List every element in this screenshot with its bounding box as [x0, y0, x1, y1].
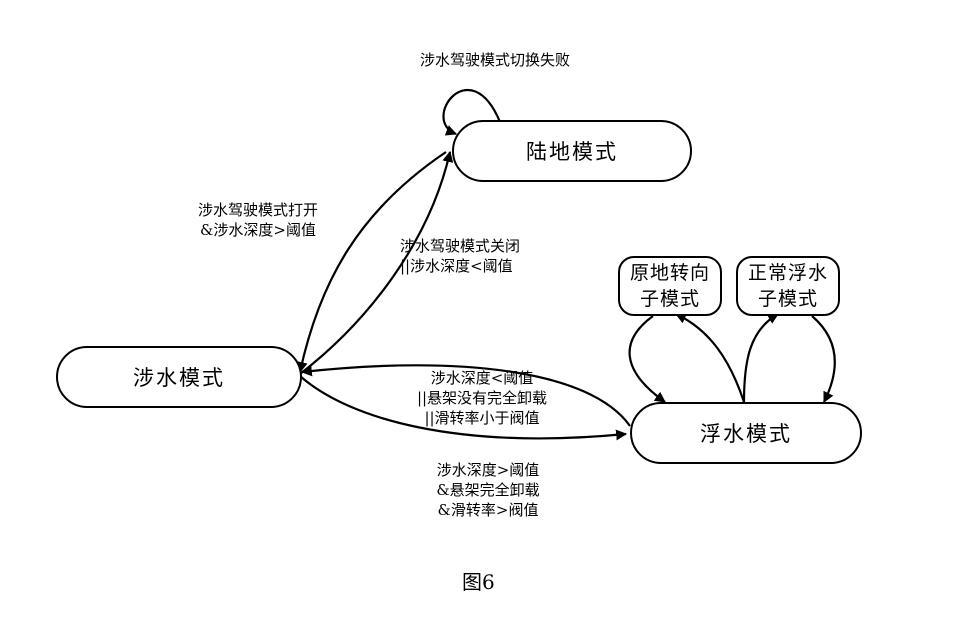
label-floating-to-wading-line1: 涉水深度<阈值	[430, 369, 534, 387]
label-land-to-wading-line2: &涉水深度>阈值	[200, 221, 316, 239]
label-floating-to-wading: 涉水深度<阈值 ||悬架没有完全卸载 ||滑转率小于阀值	[398, 368, 566, 428]
state-normal-float: 正常浮水 子模式	[736, 256, 840, 316]
arrow-floating-to-wading	[300, 364, 631, 427]
label-wading-to-land: 涉水驾驶模式关闭 ||涉水深度<阈值	[400, 236, 520, 276]
state-land-label: 陆地模式	[526, 140, 618, 164]
state-pivot-turn: 原地转向 子模式	[618, 256, 722, 316]
arrow-pivot-turn-to-floating	[628, 315, 666, 403]
arrow-wading-to-floating	[299, 375, 628, 441]
state-land: 陆地模式	[452, 120, 692, 182]
label-wading-to-floating: 涉水深度>阈值 &悬架完全卸载 &滑转率>阀值	[420, 460, 556, 520]
state-floating: 浮水模式	[630, 402, 862, 464]
arrow-land-to-wading	[296, 151, 447, 374]
state-wading-label: 涉水模式	[133, 366, 225, 390]
state-wading: 涉水模式	[56, 346, 302, 408]
arrow-floating-to-pivot-turn	[675, 313, 746, 403]
label-wading-to-floating-line3: &滑转率>阀值	[437, 501, 539, 519]
state-pivot-turn-line1: 原地转向	[629, 262, 710, 284]
label-wading-to-floating-line2: &悬架完全卸载	[436, 481, 540, 499]
arrow-wading-to-land	[299, 150, 454, 375]
state-normal-float-line1: 正常浮水	[747, 262, 828, 284]
state-pivot-turn-line2: 子模式	[639, 288, 700, 310]
state-floating-label: 浮水模式	[700, 422, 792, 446]
label-wading-to-land-line2: ||涉水深度<阈值	[400, 257, 513, 275]
arrow-normal-float-to-floating	[811, 315, 836, 403]
figure-caption: 图6	[462, 566, 495, 595]
label-land-self-loop: 涉水驾驶模式切换失败	[420, 50, 570, 70]
arrow-floating-to-normal-float	[742, 313, 779, 403]
state-normal-float-line2: 子模式	[757, 288, 818, 310]
label-land-self-loop-text: 涉水驾驶模式切换失败	[420, 51, 571, 69]
label-floating-to-wading-line2: ||悬架没有完全卸载	[416, 389, 548, 407]
label-wading-to-land-line1: 涉水驾驶模式关闭	[400, 237, 521, 255]
label-land-to-wading: 涉水驾驶模式打开 &涉水深度>阈值	[178, 200, 338, 240]
label-floating-to-wading-line3: ||滑转率小于阀值	[424, 409, 540, 427]
arrow-land-self-loop	[442, 88, 502, 136]
label-land-to-wading-line1: 涉水驾驶模式打开	[197, 201, 318, 219]
figure-caption-text: 图6	[462, 570, 495, 594]
label-wading-to-floating-line1: 涉水深度>阈值	[436, 461, 540, 479]
